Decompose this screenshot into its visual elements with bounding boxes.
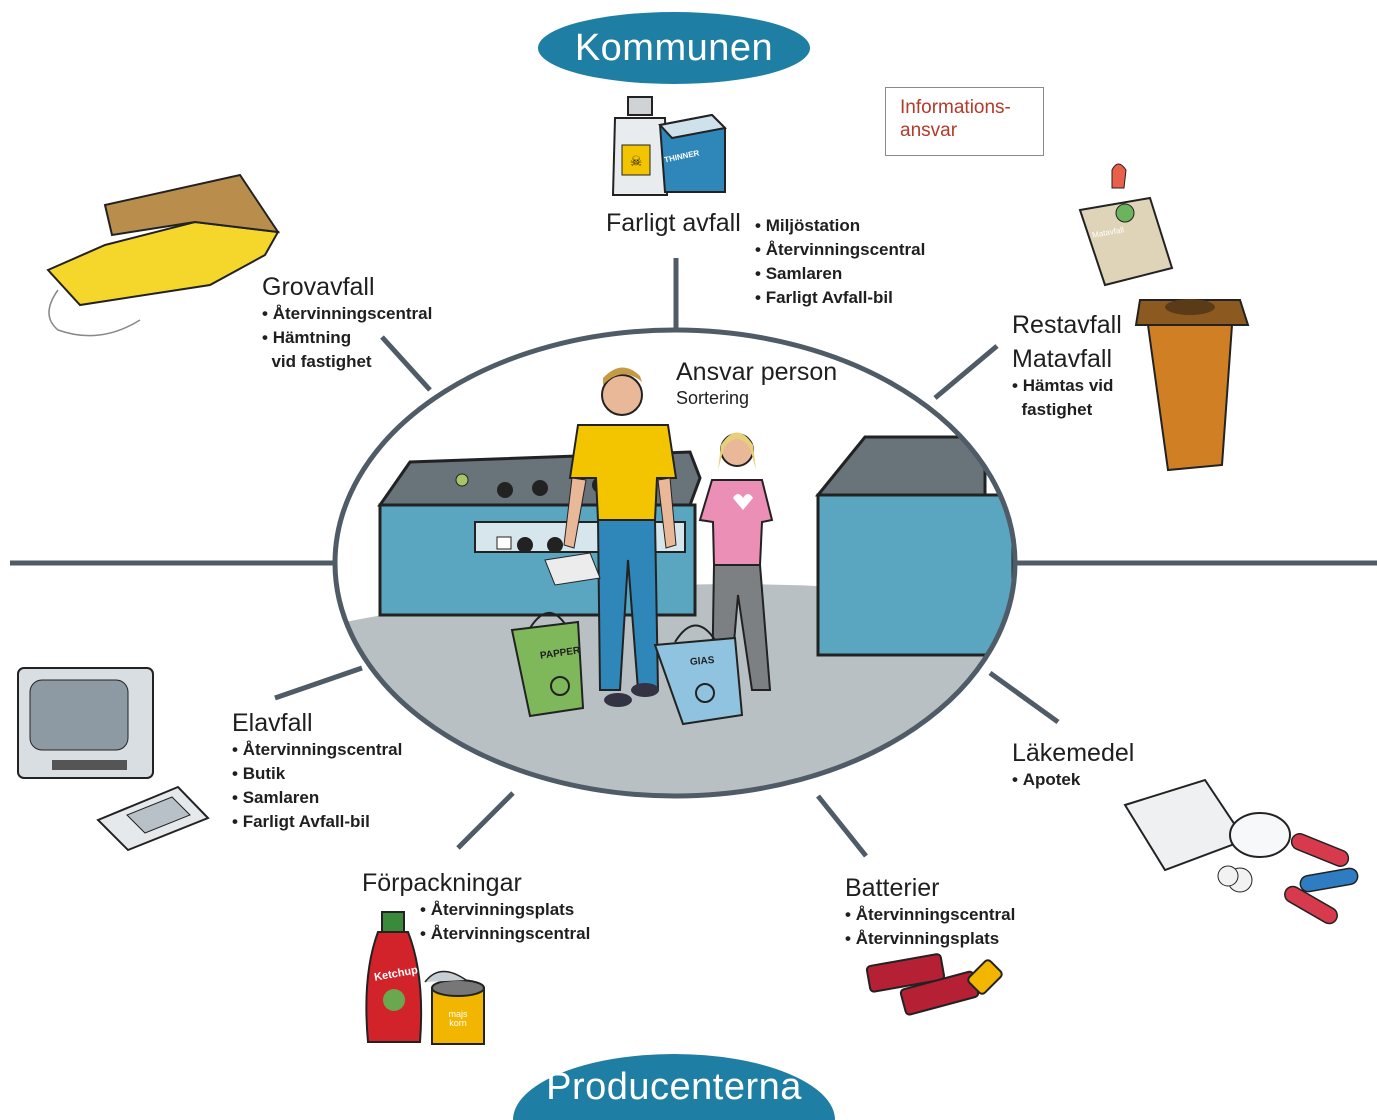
list-item: Hämtning	[262, 326, 432, 350]
list-item: Samlaren	[755, 262, 925, 286]
list-item: Återvinningscentral	[755, 238, 926, 262]
capsules-icon	[1284, 833, 1359, 925]
elavfall-title: Elavfall	[232, 709, 313, 737]
food-waste-bag-icon	[1078, 163, 1174, 287]
matavfall-title: Matavfall	[1012, 345, 1113, 373]
connector-batt	[816, 794, 868, 858]
grovavfall-group: Grovavfall Återvinningscentral Hämtning …	[262, 272, 432, 374]
list-item: Butik	[232, 762, 402, 786]
center-title: Ansvar person	[676, 358, 838, 386]
lakemedel-list: Apotek	[1012, 768, 1134, 792]
producenterna-label: Producenterna	[546, 1065, 802, 1108]
corn-can-label: majs korn	[448, 1009, 468, 1028]
list-item: Apotek	[1012, 768, 1134, 792]
list-item: Återvinningscentral	[262, 302, 433, 326]
glass-bag-label: GlAS	[689, 654, 715, 669]
forpackningar-group: Förpackningar Återvinningsplats Återvinn…	[362, 868, 590, 946]
farligt-avfall-title: Farligt avfall	[606, 209, 741, 237]
grovavfall-list: Återvinningscentral Hämtning vid fastigh…	[262, 302, 432, 374]
connector-rest	[933, 344, 999, 400]
thinner-can-icon	[658, 113, 728, 193]
list-item: Miljöstation	[755, 214, 925, 238]
elavfall-group: Elavfall Återvinningscentral Butik Samla…	[232, 708, 402, 834]
hazardous-bottle-icon: ☠	[611, 96, 669, 196]
man-figure	[544, 367, 678, 707]
info-box-line2: ansvar	[900, 120, 958, 141]
kommunen-pill: Kommunen	[538, 12, 810, 84]
waste-bin-icon	[1134, 299, 1250, 472]
pill-jar-icon	[1123, 778, 1291, 893]
info-box-line1: Informations-	[900, 97, 1011, 118]
restavfall-list: Hämtas vid fastighet	[1012, 374, 1122, 422]
elavfall-list: Återvinningscentral Butik Samlaren Farli…	[232, 738, 403, 834]
connector-forp	[456, 791, 515, 850]
bag-paper	[510, 612, 585, 718]
lakemedel-group: Läkemedel Apotek	[1012, 738, 1134, 792]
list-item: Återvinningsplats	[845, 927, 1015, 951]
ketchup-bottle-icon	[365, 911, 423, 1043]
batteries-icon	[865, 953, 1003, 1016]
farligt-avfall-list: Miljöstation Återvinningscentral Samlare…	[755, 214, 926, 310]
farligt-avfall-group: Farligt avfall	[606, 208, 741, 238]
recycling-station-right	[814, 435, 1015, 657]
producenterna-pill: Producenterna	[513, 1054, 835, 1120]
connector-lines	[10, 258, 1377, 858]
forpackningar-list: Återvinningsplats Återvinningscentral	[420, 898, 591, 946]
batterier-group: Batterier Återvinningscentral Återvinnin…	[845, 873, 1015, 951]
restavfall-group: Restavfall Matavfall Hämtas vid fastighe…	[1012, 310, 1122, 422]
list-item: Återvinningscentral	[845, 903, 1016, 927]
list-item-continued: fastighet	[1021, 400, 1093, 419]
tv-icon	[17, 667, 154, 779]
corn-can-icon	[424, 970, 485, 1045]
forpackningar-title: Förpackningar	[362, 869, 522, 897]
connector-el	[274, 665, 363, 701]
center-ellipse-outline	[332, 327, 1018, 799]
information-responsibility-box: Informations- ansvar	[885, 87, 1044, 156]
handheld-device-icon	[96, 785, 210, 852]
center-label-group: Ansvar person Sortering	[676, 357, 837, 409]
list-item: Farligt Avfall-bil	[232, 810, 402, 834]
center-subtitle: Sortering	[676, 388, 750, 408]
kommunen-label: Kommunen	[574, 26, 774, 69]
connector-lake	[988, 670, 1060, 725]
batterier-list: Återvinningscentral Återvinningsplats	[845, 903, 1016, 951]
list-item: Återvinningsplats	[420, 898, 590, 922]
list-item: Samlaren	[232, 786, 402, 810]
list-item: Återvinningscentral	[420, 922, 591, 946]
lakemedel-title: Läkemedel	[1012, 739, 1135, 767]
list-item: Hämtas vid	[1012, 374, 1122, 398]
sled-icon	[46, 173, 281, 337]
list-item-continued: vid fastighet	[271, 352, 372, 371]
list-item: Återvinningscentral	[232, 738, 403, 762]
bag-glass	[653, 624, 744, 726]
batterier-title: Batterier	[845, 874, 940, 902]
list-item: Farligt Avfall-bil	[755, 286, 925, 310]
grovavfall-title: Grovavfall	[262, 273, 375, 301]
svg-text:☠: ☠	[630, 154, 643, 170]
restavfall-title: Restavfall	[1012, 311, 1122, 339]
center-scene	[335, 367, 1015, 796]
